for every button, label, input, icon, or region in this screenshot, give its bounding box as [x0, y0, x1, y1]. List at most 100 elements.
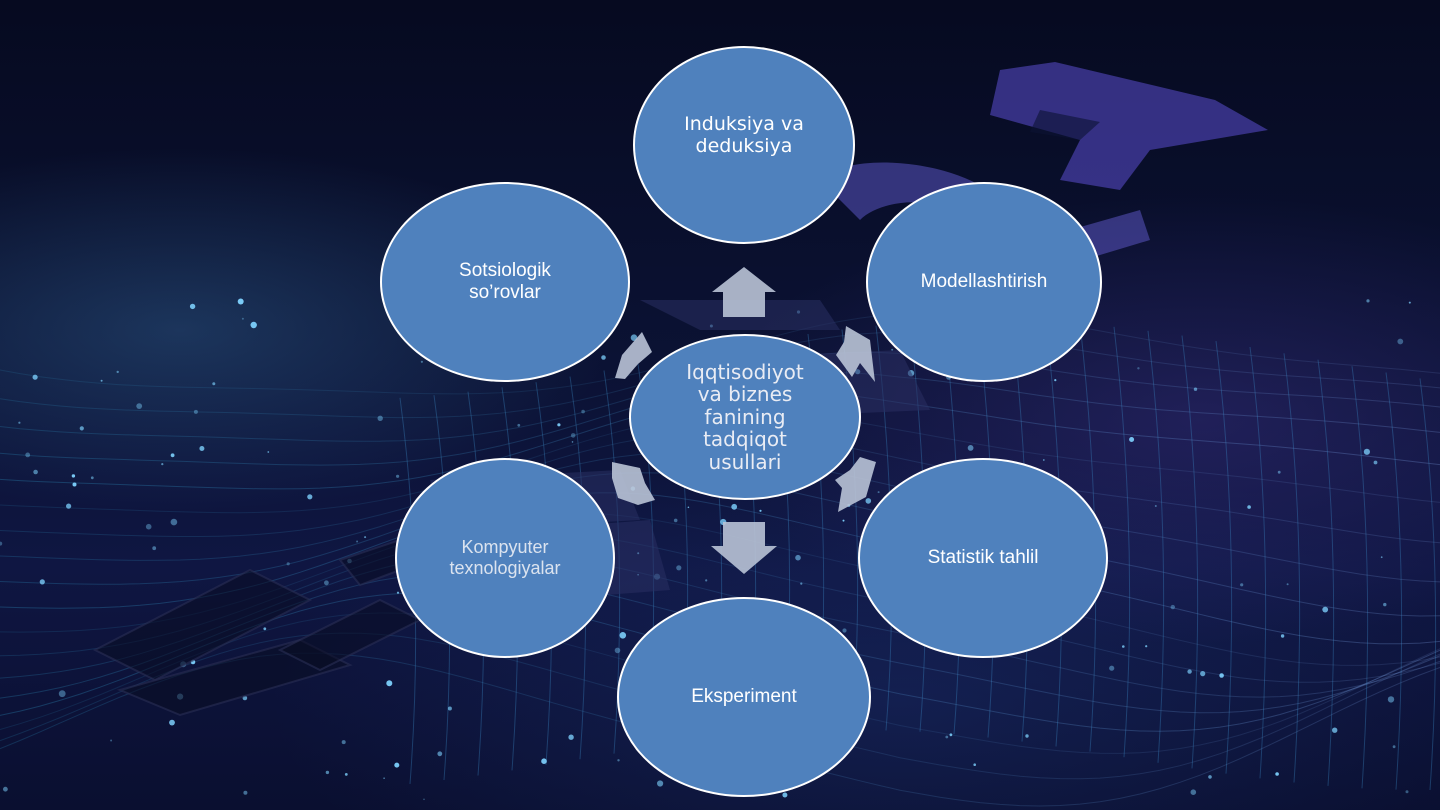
particle-dot: [170, 453, 175, 458]
particle-dot: [423, 798, 425, 801]
node-induction-deduction: Induksiya va deduksiya: [633, 46, 855, 244]
node-computer-technologies: Kompyuter texnologiyalar: [395, 458, 615, 658]
particle-dot: [759, 509, 762, 512]
particle-dot: [570, 433, 576, 438]
particle-dot: [541, 758, 547, 764]
particle-dot: [242, 695, 248, 701]
particle-dot: [180, 661, 187, 668]
particle-dot: [1137, 367, 1140, 370]
particle-dot: [720, 518, 727, 526]
particle-dot: [190, 659, 196, 665]
particle-dot: [967, 445, 974, 451]
particle-dot: [1275, 772, 1279, 776]
mesh-vertical: [1113, 326, 1131, 758]
particle-dot: [386, 680, 393, 687]
particle-dot: [286, 562, 290, 566]
particle-dot: [795, 554, 801, 561]
particle-dot: [377, 415, 383, 421]
mesh-vertical: [1419, 378, 1437, 791]
particle-dot: [1405, 790, 1409, 794]
particle-dot: [394, 762, 400, 768]
particle-dot: [1187, 669, 1192, 674]
particle-dot: [39, 579, 45, 585]
particle-dot: [72, 482, 77, 487]
particle-dot: [517, 423, 521, 427]
particle-dot: [447, 706, 452, 711]
particle-dot: [66, 503, 72, 509]
particle-dot: [18, 421, 21, 424]
particle-dot: [568, 734, 574, 740]
particle-dot: [1277, 470, 1281, 474]
particle-dot: [1219, 673, 1224, 678]
mesh-vertical: [1249, 346, 1267, 779]
particle-dot: [1154, 505, 1157, 507]
particle-dot: [796, 310, 801, 314]
particle-dot: [1366, 299, 1370, 303]
particle-dot: [945, 735, 949, 739]
particle-dot: [657, 780, 664, 787]
particle-dot: [614, 647, 621, 654]
particle-dot: [170, 518, 178, 526]
particle-dot: [630, 486, 636, 491]
particle-dot: [581, 409, 585, 414]
particle-dot: [1392, 745, 1396, 749]
particle-dot: [341, 740, 346, 745]
particle-dot: [949, 733, 953, 737]
particle-dot: [1387, 696, 1395, 703]
particle-dot: [687, 506, 690, 509]
particle-dot: [396, 591, 400, 594]
particle-dot: [617, 759, 620, 762]
particle-dot: [973, 763, 976, 766]
particle-dot: [1145, 645, 1148, 648]
particle-dot: [71, 474, 76, 478]
particle-dot: [0, 541, 3, 546]
particle-dot: [1383, 602, 1387, 607]
particle-dot: [847, 503, 851, 507]
particle-dot: [842, 628, 847, 633]
particle-dot: [243, 790, 248, 795]
particle-dot: [250, 321, 257, 329]
particle-dot: [637, 552, 640, 555]
particle-dot: [396, 474, 400, 478]
particle-dot: [344, 773, 348, 776]
particle-dot: [709, 324, 713, 328]
particle-dot: [420, 360, 423, 363]
particle-dot: [1109, 665, 1115, 671]
particle-dot: [731, 503, 738, 510]
particle-dot: [58, 690, 66, 698]
node-experiment: Eksperiment: [617, 597, 871, 797]
particle-dot: [110, 739, 113, 742]
particle-dot: [347, 558, 352, 564]
particle-dot: [177, 693, 184, 700]
particle-dot: [90, 476, 94, 480]
particle-dot: [705, 579, 708, 582]
particle-dot: [1380, 556, 1383, 559]
particle-dot: [653, 573, 661, 580]
particle-dot: [32, 374, 38, 380]
particle-dot: [1129, 437, 1135, 442]
particle-dot: [673, 518, 678, 523]
particle-dot: [619, 632, 627, 639]
particle-dot: [241, 317, 244, 320]
mesh-vertical: [1215, 341, 1233, 774]
particle-dot: [1200, 671, 1206, 677]
particle-dot: [267, 451, 270, 453]
particle-dot: [1373, 460, 1378, 465]
particle-dot: [637, 573, 639, 576]
particle-dot: [212, 382, 216, 386]
particle-dot: [601, 355, 606, 360]
particle-dot: [199, 446, 205, 451]
node-modelling: Modellashtirish: [866, 182, 1102, 382]
particle-dot: [100, 379, 103, 382]
particle-dot: [189, 303, 196, 310]
particle-dot: [1408, 301, 1411, 304]
particle-dot: [193, 409, 198, 414]
node-sociological-surveys: Sotsiologik so’rovlar: [380, 182, 630, 382]
particle-dot: [877, 491, 880, 494]
particle-dot: [237, 298, 244, 305]
mesh-vertical: [1283, 353, 1301, 783]
particle-dot: [437, 751, 443, 757]
particle-dot: [33, 469, 38, 475]
particle-dot: [1193, 387, 1198, 391]
